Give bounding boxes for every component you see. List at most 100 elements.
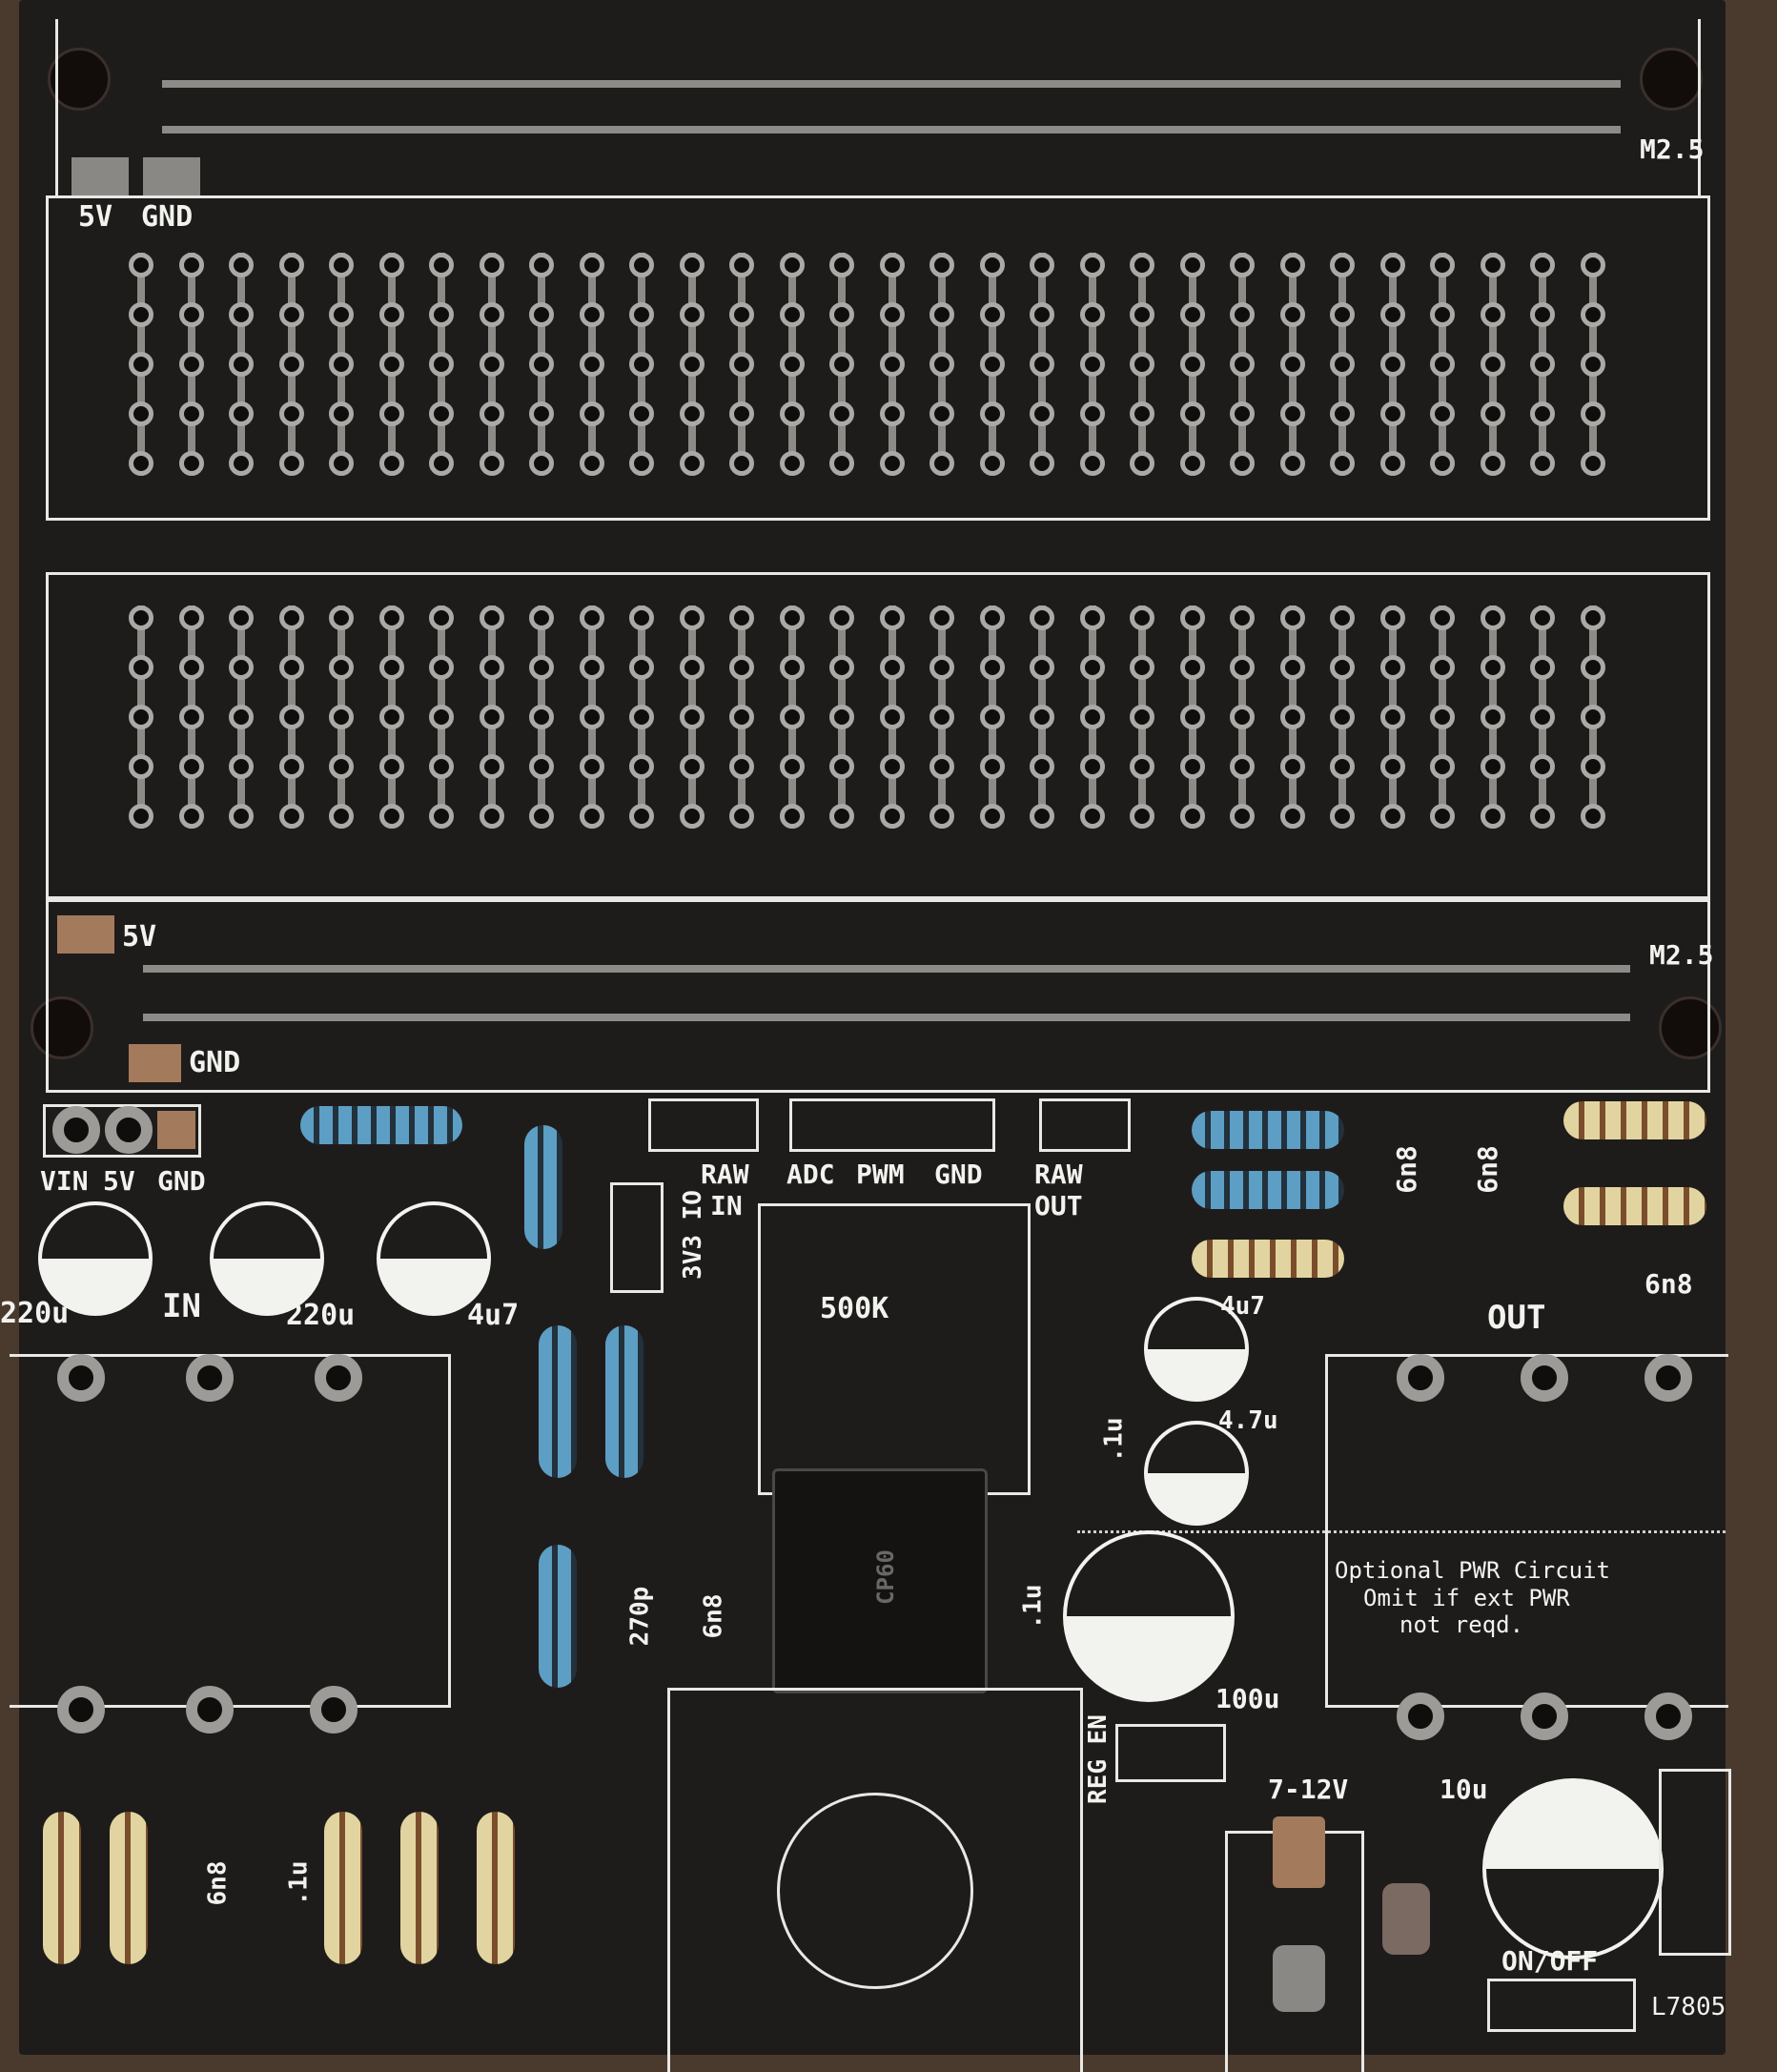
strip-hole <box>829 804 854 829</box>
strip-hole <box>229 451 254 476</box>
cap-100u-label: 100u <box>1215 1683 1280 1714</box>
strip-hole <box>1079 352 1105 377</box>
strip-hole <box>479 302 504 327</box>
strip-hole <box>1530 302 1555 327</box>
strip-hole <box>479 655 504 680</box>
strip-hole <box>829 302 854 327</box>
strip-hole <box>779 451 805 476</box>
mount-hole-mid-left <box>31 996 93 1059</box>
filter-cap-1-label: 6n8 <box>1390 1145 1422 1194</box>
strip-hole <box>1530 754 1555 779</box>
dc-jack-pin-3 <box>1273 1945 1325 2012</box>
resistor-bottom-3 <box>324 1812 362 1964</box>
ic-chip-marking: CP60 <box>871 1549 899 1605</box>
strip-hole <box>479 401 504 426</box>
strip-hole <box>1130 804 1154 829</box>
strip-hole <box>1430 605 1455 630</box>
ic-socket <box>772 1468 988 1693</box>
bottom-rail-trace-2 <box>143 1014 1630 1021</box>
strip-hole <box>1580 804 1605 829</box>
strip-hole <box>1330 302 1355 327</box>
strip-hole <box>1179 401 1205 426</box>
strip-hole <box>1130 451 1154 476</box>
strip-hole <box>1330 705 1355 729</box>
strip-hole <box>1430 253 1455 277</box>
strip-hole <box>178 705 204 729</box>
bottom-cap-01u-label: .1u <box>284 1860 314 1906</box>
strip-hole <box>1379 451 1405 476</box>
in-jack-pin-1 <box>57 1354 105 1402</box>
strip-hole <box>979 253 1005 277</box>
on-off-switch[interactable] <box>1487 1979 1636 2032</box>
strip-hole <box>1230 655 1255 680</box>
strip-hole <box>829 754 854 779</box>
resistor-vertical-4 <box>539 1545 577 1688</box>
strip-hole <box>1480 352 1505 377</box>
resistor-far-right-1 <box>1563 1101 1706 1139</box>
resistor-vertical-3 <box>605 1325 643 1478</box>
pot-value: 500K <box>820 1292 889 1325</box>
strip-hole <box>1230 451 1255 476</box>
bottom-rail-outline <box>46 896 1710 1093</box>
strip-hole <box>679 754 705 779</box>
strip-hole <box>329 451 354 476</box>
strip-hole <box>1279 804 1305 829</box>
strip-hole <box>1079 705 1105 729</box>
strip-hole <box>829 253 854 277</box>
strip-hole <box>479 754 504 779</box>
strip-hole <box>1130 705 1154 729</box>
in-jack-outline <box>10 1354 451 1708</box>
strip-hole <box>278 804 304 829</box>
out-jack-pin-2 <box>1521 1354 1568 1402</box>
strip-hole <box>1230 401 1255 426</box>
cap-10u-label: 10u <box>1440 1774 1488 1805</box>
resistor-bottom-4 <box>400 1812 439 1964</box>
strip-hole <box>879 451 905 476</box>
strip-hole <box>278 655 304 680</box>
strip-hole <box>779 605 805 630</box>
strip-hole <box>378 401 404 426</box>
strip-hole <box>679 451 705 476</box>
bottom-rail-trace-1 <box>143 965 1630 973</box>
regulator-label: L7805 <box>1651 1993 1726 2021</box>
strip-hole <box>229 804 254 829</box>
mount-hole-top-right <box>1640 48 1703 111</box>
strip-hole <box>579 302 604 327</box>
strip-hole <box>278 352 304 377</box>
tube-socket-outline <box>667 1688 1083 2072</box>
strip-hole <box>729 401 754 426</box>
cap-270p-label: 270p <box>625 1586 655 1647</box>
strip-hole <box>529 754 554 779</box>
strip-hole <box>1530 352 1555 377</box>
optional-note-line-3: not reqd. <box>1399 1611 1524 1638</box>
bottom-gnd-label: GND <box>189 1046 241 1079</box>
strip-hole <box>1030 401 1054 426</box>
strip-hole <box>1230 605 1255 630</box>
strip-hole <box>729 705 754 729</box>
strip-hole <box>1480 655 1505 680</box>
optional-note-line-1: Optional PWR Circuit <box>1335 1557 1610 1584</box>
raw-out-header <box>1039 1098 1131 1152</box>
strip-hole <box>679 253 705 277</box>
strip-hole <box>229 754 254 779</box>
strip-hole <box>1179 605 1205 630</box>
strip-hole <box>529 401 554 426</box>
strip-hole <box>779 401 805 426</box>
strip-hole <box>1230 352 1255 377</box>
in-cap-1 <box>38 1201 153 1316</box>
strip-hole <box>429 401 454 426</box>
strip-hole <box>429 302 454 327</box>
strip-hole <box>579 804 604 829</box>
strip-hole <box>529 705 554 729</box>
strip-hole <box>1580 655 1605 680</box>
strip-hole <box>378 302 404 327</box>
strip-hole <box>929 655 954 680</box>
strip-hole <box>1480 804 1505 829</box>
raw-out-label-2: OUT <box>1034 1190 1083 1221</box>
strip-hole <box>629 804 654 829</box>
resistor-right-3 <box>1192 1240 1344 1278</box>
dc-jack-pin-1 <box>1273 1816 1325 1888</box>
strip-hole <box>329 754 354 779</box>
cap-10u <box>1482 1778 1664 1959</box>
in-cap-3 <box>377 1201 491 1316</box>
